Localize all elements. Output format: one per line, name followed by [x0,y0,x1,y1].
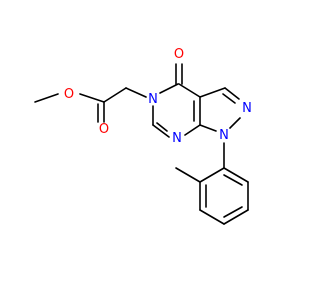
atom-n2: N [242,101,252,116]
bond-aryl-6 [223,167,249,183]
bonds [34,63,249,225]
bond-c3-n2 [224,87,240,100]
bond-aryl-4-double [223,206,243,218]
bond-c4-c3a [178,83,201,98]
bond-c3a-c3 [199,87,226,98]
molecule-structure: O O O N N N N [34,47,252,225]
atom-o-carbonyl-ester: O [99,122,109,137]
bond-o-carbonyl-c [79,93,105,103]
bond-aryl-3 [199,209,225,225]
molecule-drawing: O O O N N N N [34,47,252,225]
atom-n1: N [219,128,229,143]
bond-n7-c6-double [156,122,168,132]
bond-n7-c6 [152,124,170,138]
bond-n5-c4 [159,83,179,94]
atom-n-ring-bottom: N [172,131,182,146]
bond-aryl-6-double [223,174,243,186]
bond-carbonyl-c-ch2 [103,87,127,103]
atom-labels: O O O N N N N [64,47,252,146]
bond-aryl-1 [199,167,225,183]
bond-c3-n2-double [222,93,236,104]
atom-n5: N [148,92,158,107]
bond-n2-n1 [229,117,241,129]
bond-aryl-4 [223,209,249,225]
bond-n1-c7a [199,124,217,132]
bond-aryl-methyl [175,167,201,183]
bond-methyl-o [34,93,59,103]
bond-c7a-n7 [184,124,201,136]
bond-ch2-n5 [125,87,147,98]
atom-o-carbonyl-ring: O [174,47,184,62]
atom-o-ether: O [64,87,74,102]
